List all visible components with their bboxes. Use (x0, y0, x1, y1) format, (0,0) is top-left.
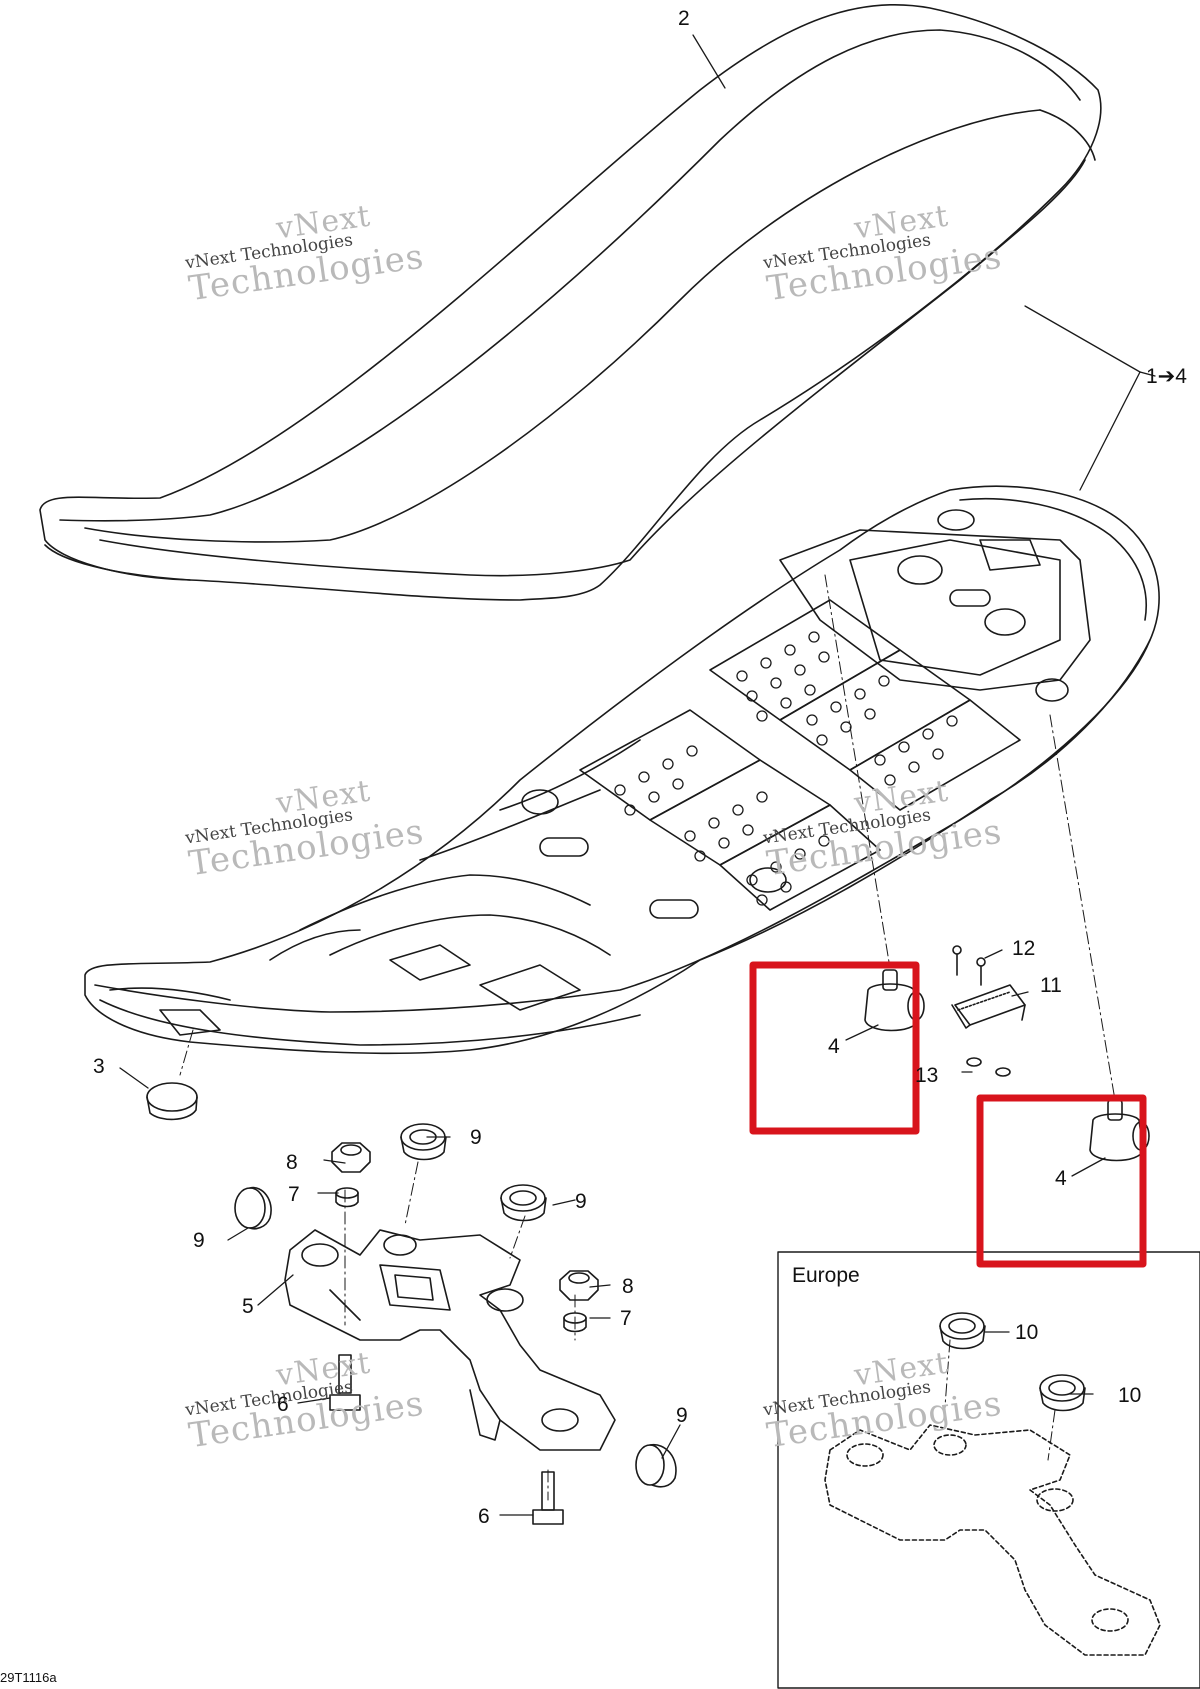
europe-bracket (824, 1424, 1161, 1656)
callout-8a: 8 (286, 1151, 298, 1174)
grommet-part-9d (635, 1443, 677, 1488)
screw-part-12 (952, 945, 986, 986)
callout-2: 2 (678, 7, 690, 30)
europe-inset-frame (777, 1251, 1200, 1689)
callout-9c: 9 (193, 1229, 205, 1252)
callout-12: 12 (1012, 937, 1036, 960)
grommet-part-9a (400, 1123, 447, 1161)
latch-part-11 (951, 984, 1026, 1029)
washer-part-7a (335, 1187, 359, 1208)
callout-10b: 10 (1118, 1384, 1142, 1407)
seat-cushion (39, 3, 1102, 601)
highlight-box-part-4a (749, 961, 920, 1135)
callout-9d: 9 (676, 1404, 688, 1427)
perforations (614, 631, 958, 906)
drawing-code: 29T1116a (0, 1670, 57, 1685)
washer-part-7b (563, 1312, 587, 1333)
callout-9b: 9 (575, 1190, 587, 1213)
callout-8b: 8 (622, 1275, 634, 1298)
grommet-part-9b (500, 1184, 547, 1222)
callout-1-to-4: 1➔4 (1146, 365, 1187, 388)
grommet-part-3 (146, 1082, 198, 1121)
callout-7b: 7 (620, 1307, 632, 1330)
nut-part-8a (331, 1142, 371, 1173)
callout-4b: 4 (1055, 1167, 1067, 1190)
guide-lines (179, 574, 1116, 1501)
callout-6b: 6 (478, 1505, 490, 1528)
highlight-box-part-4b (976, 1094, 1147, 1268)
nut-part-8b (559, 1270, 599, 1301)
callout-5: 5 (242, 1295, 254, 1318)
grommet-part-10a (939, 1312, 986, 1350)
seat-base (84, 485, 1160, 1055)
callout-10a: 10 (1015, 1321, 1039, 1344)
callout-7a: 7 (288, 1183, 300, 1206)
bracket-part-5 (284, 1229, 616, 1451)
bolt-part-6a (329, 1354, 361, 1411)
grommet-part-9c (234, 1186, 272, 1230)
callout-13: 13 (915, 1064, 939, 1087)
grommet-part-10b (1039, 1374, 1086, 1412)
leader-lines (119, 34, 1156, 1516)
callout-4a: 4 (828, 1035, 840, 1058)
europe-inset-title: Europe (792, 1264, 860, 1287)
callout-11: 11 (1040, 974, 1062, 997)
callout-3: 3 (93, 1055, 105, 1078)
callout-9a: 9 (470, 1126, 482, 1149)
bolt-part-6b (532, 1471, 564, 1525)
nut-part-13 (966, 1057, 1011, 1077)
callout-6a: 6 (277, 1393, 289, 1416)
